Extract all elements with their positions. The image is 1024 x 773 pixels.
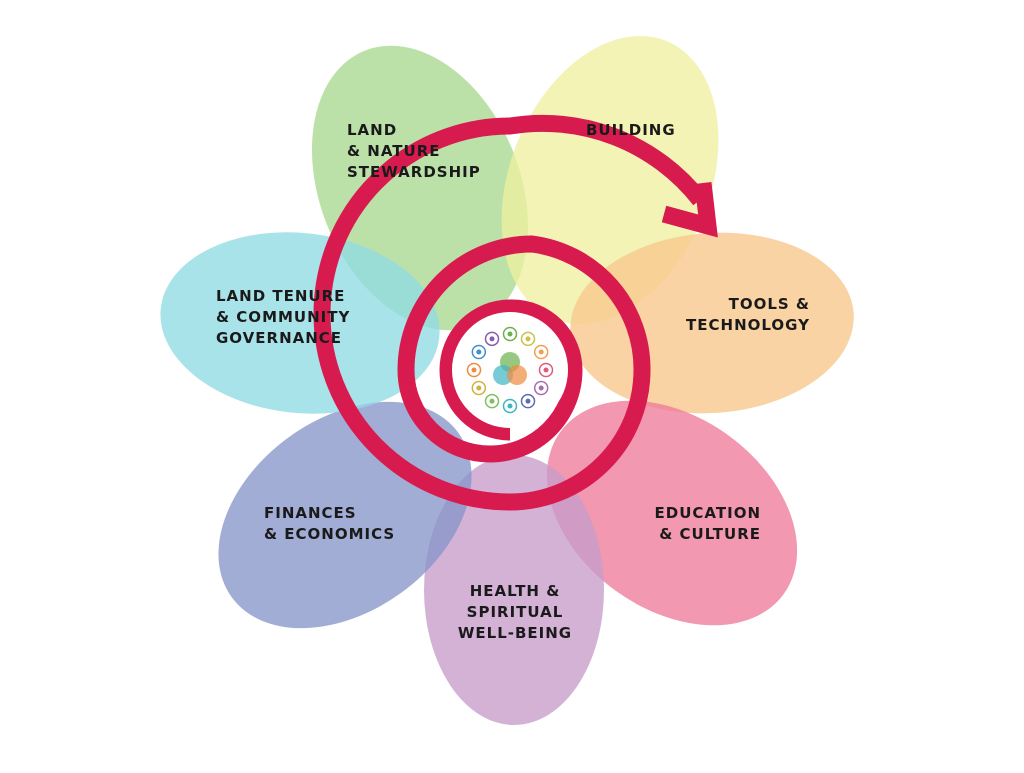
label-education-culture: EDUCATION & CULTURE: [620, 503, 761, 545]
label-line: GOVERNANCE: [216, 329, 343, 347]
label-line: & CULTURE: [659, 525, 761, 543]
petal-health-spiritual: [424, 455, 604, 725]
book-icon: [538, 362, 554, 378]
label-line: SPIRITUAL: [466, 603, 564, 621]
hammer-icon: [471, 380, 487, 396]
label-land-tenure: LAND TENURE & COMMUNITY GOVERNANCE: [216, 286, 350, 349]
spiral-arrowhead-icon: [661, 182, 718, 238]
label-land-nature: LAND & NATURE STEWARDSHIP: [347, 120, 481, 183]
label-line: WELL-BEING: [457, 624, 573, 642]
gear-icon: [533, 344, 549, 360]
petal-land-tenure: [160, 232, 440, 414]
spiral-path: [313, 114, 707, 511]
label-line: EDUCATION: [654, 504, 761, 522]
label-line: & NATURE: [347, 142, 441, 160]
center-venn-icon: [493, 352, 527, 385]
spiral-arrow: [313, 114, 718, 511]
label-line: & COMMUNITY: [216, 308, 351, 326]
globe-icon: [471, 344, 487, 360]
label-line: & ECONOMICS: [264, 525, 396, 543]
label-finances-economics: FINANCES & ECONOMICS: [264, 503, 395, 545]
leaf-icon: [484, 393, 500, 409]
label-line: FINANCES: [264, 504, 357, 522]
label-line: BUILDING: [586, 121, 676, 139]
label-building: BUILDING: [586, 120, 676, 141]
label-line: TOOLS &: [728, 295, 810, 313]
heart-icon: [533, 380, 549, 396]
coin-icon: [520, 393, 536, 409]
center-icon-ring: [466, 326, 554, 414]
center-hub: [452, 312, 568, 428]
petal-finances-economics: [218, 401, 472, 629]
label-line: TECHNOLOGY: [686, 316, 810, 334]
tree-icon: [502, 326, 518, 342]
people-icon: [502, 398, 518, 414]
hand-icon: [484, 331, 500, 347]
label-line: HEALTH &: [469, 582, 561, 600]
label-tools-technology: TOOLS & TECHNOLOGY: [660, 294, 810, 336]
lightbulb-icon: [466, 362, 482, 378]
house-icon: [520, 331, 536, 347]
label-health-spiritual: HEALTH & SPIRITUAL WELL-BEING: [440, 581, 590, 644]
label-line: STEWARDSHIP: [347, 163, 481, 181]
label-line: LAND: [347, 121, 398, 139]
label-line: LAND TENURE: [216, 287, 346, 305]
